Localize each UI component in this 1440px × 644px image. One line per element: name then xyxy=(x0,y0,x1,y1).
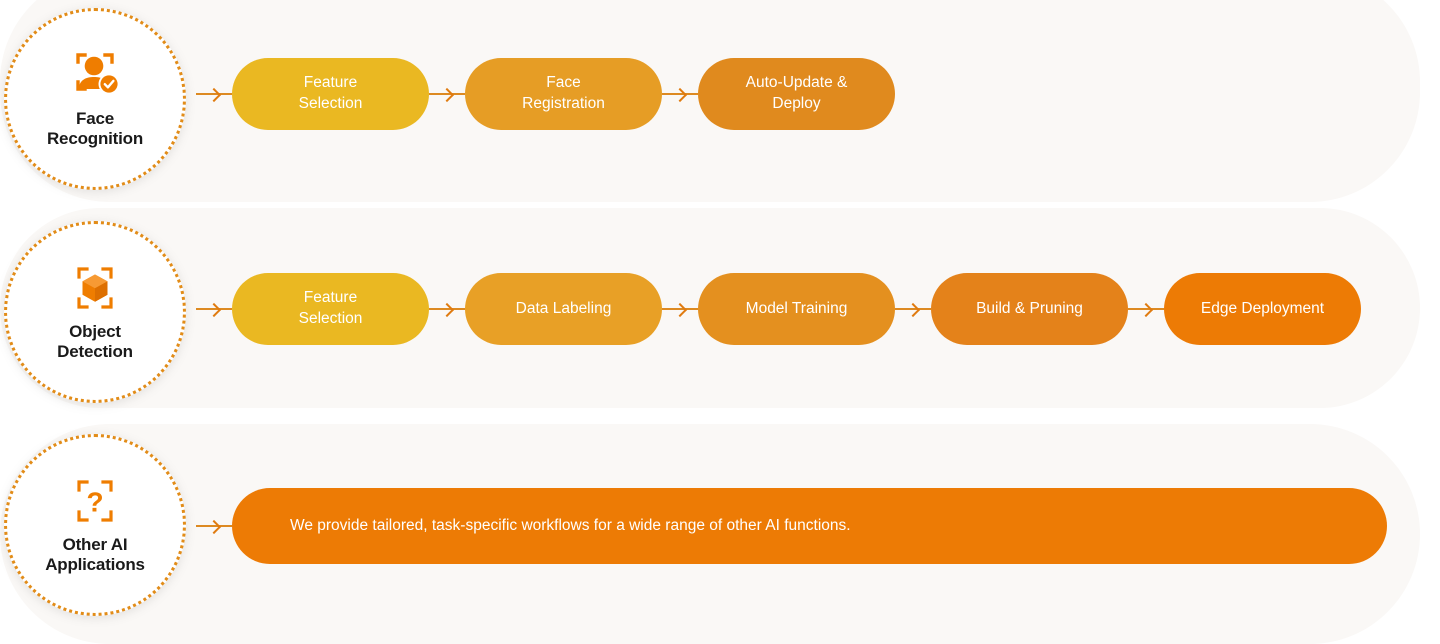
arrow-connector-icon xyxy=(429,83,465,105)
workflow-steps-face-recognition: Feature Selection Face Registration Auto… xyxy=(196,58,895,130)
description-banner[interactable]: We provide tailored, task-specific workf… xyxy=(232,488,1387,564)
arrow-connector-icon xyxy=(662,83,698,105)
step-pill[interactable]: Model Training xyxy=(698,273,895,345)
category-badge-other-ai-applications[interactable]: ? Other AI Applications xyxy=(4,434,186,616)
step-pill[interactable]: Build & Pruning xyxy=(931,273,1128,345)
workflow-diagram: Face Recognition Object Detection xyxy=(4,8,1387,616)
step-pill[interactable]: Data Labeling xyxy=(465,273,662,345)
step-pill[interactable]: Auto-Update & Deploy xyxy=(698,58,895,130)
arrow-connector-icon xyxy=(429,298,465,320)
step-pill[interactable]: Face Registration xyxy=(465,58,662,130)
arrow-connector-icon xyxy=(196,298,232,320)
category-badge-face-recognition[interactable]: Face Recognition xyxy=(4,8,186,190)
category-label: Object Detection xyxy=(57,321,133,361)
arrow-connector-icon xyxy=(662,298,698,320)
step-pill[interactable]: Feature Selection xyxy=(232,273,429,345)
step-pill[interactable]: Edge Deployment xyxy=(1164,273,1361,345)
category-label: Face Recognition xyxy=(46,108,143,148)
arrow-connector-icon xyxy=(895,298,931,320)
cube-detection-icon xyxy=(66,262,124,314)
question-mark-detection-icon: ? xyxy=(66,475,124,527)
workflow-steps-other-ai-applications: We provide tailored, task-specific workf… xyxy=(196,488,1387,564)
workflow-steps-object-detection: Feature Selection Data Labeling Model Tr… xyxy=(196,273,1361,345)
arrow-connector-icon xyxy=(196,83,232,105)
arrow-connector-icon xyxy=(196,515,232,537)
category-badge-object-detection[interactable]: Object Detection xyxy=(4,221,186,403)
arrow-connector-icon xyxy=(1128,298,1164,320)
face-recognition-icon xyxy=(66,49,124,101)
category-label: Other AI Applications xyxy=(45,534,145,574)
svg-text:?: ? xyxy=(86,486,103,517)
step-pill[interactable]: Feature Selection xyxy=(232,58,429,130)
